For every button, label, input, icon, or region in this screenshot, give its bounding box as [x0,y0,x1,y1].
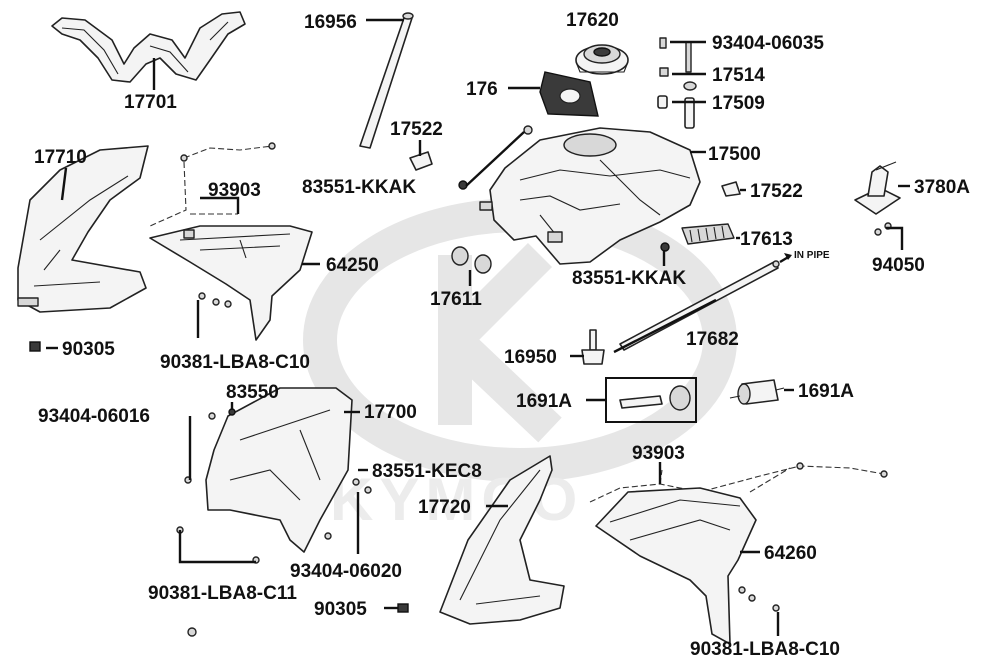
label-16950: 16950 [504,347,557,368]
label-176: 176 [466,79,498,100]
part-64260-side-cover [595,487,780,645]
part-17611-rubbers [451,246,492,274]
label-17611: 17611 [430,289,482,310]
label-17514: 17514 [712,65,765,86]
label-17700: 17700 [364,402,417,423]
label-90381-lba8-c11: 90381-LBA8-C11 [148,583,297,604]
part-1691a-fuel-filter [729,379,785,405]
part-17620-fuel-cap [575,44,629,75]
label-17701: 17701 [124,92,177,113]
label-1691a-set: 1691A [516,391,572,412]
label-83551-kkak-top: 83551-KKAK [302,177,416,198]
label-83551-kkak-bottom: 83551-KKAK [572,268,686,289]
label-17682: 17682 [686,329,739,350]
label-17522-top: 17522 [390,119,443,140]
label-17500: 17500 [708,144,761,165]
leader-lines [46,18,910,636]
part-93903-wire-left [149,142,276,227]
part-16950-valve [581,329,605,365]
label-93404-06035: 93404-06035 [712,33,824,54]
part-labels: 17701 16956 17620 93404-06035 17514 176 … [34,10,970,660]
part-17522-clip [409,151,433,171]
label-93903-right: 93903 [632,443,685,464]
part-left-fasteners [29,292,232,352]
label-93404-06020: 93404-06020 [290,561,402,582]
label-16956: 16956 [304,12,357,33]
label-83550: 83550 [226,382,279,403]
label-83551-kec8: 83551-KEC8 [372,461,482,482]
label-3780a: 3780A [914,177,970,198]
part-17720-front-cover [439,455,565,625]
label-17720: 17720 [418,497,471,518]
label-64260: 64260 [764,543,817,564]
part-17500-fuel-tank [479,127,701,265]
label-90305-left: 90305 [62,339,115,360]
part-bolts-group-top [657,37,697,129]
label-93903-left: 93903 [208,180,261,201]
label-90381-lba8-c10-right: 90381-LBA8-C10 [690,639,840,660]
label-17620: 17620 [566,10,619,31]
part-17701-bracket [51,11,246,83]
part-17700-lower-cover [205,387,353,553]
part-3780a-switch [854,161,901,215]
label-64250: 64250 [326,255,379,276]
label-in-pipe: IN PIPE [794,250,830,261]
label-93404-06016: 93404-06016 [38,406,150,427]
label-90305-bottom: 90305 [314,599,367,620]
part-83551-kkak-bolts [458,125,670,252]
label-90381-lba8-c10-left: 90381-LBA8-C10 [160,352,310,373]
part-16956-tube [359,12,414,149]
part-17710-front-cover [17,145,149,313]
label-1691a: 1691A [798,381,854,402]
part-17613-filter [681,223,735,245]
label-17509: 17509 [712,93,765,114]
label-17522-right: 17522 [750,181,803,202]
label-17613: 17613 [740,229,793,250]
part-176-gasket [539,71,599,117]
part-64250-side-cover [149,225,313,341]
label-94050: 94050 [872,255,925,276]
in-pipe-arrowhead [784,253,792,260]
part-17522-clip-right [721,181,741,197]
label-17710: 17710 [34,147,87,168]
